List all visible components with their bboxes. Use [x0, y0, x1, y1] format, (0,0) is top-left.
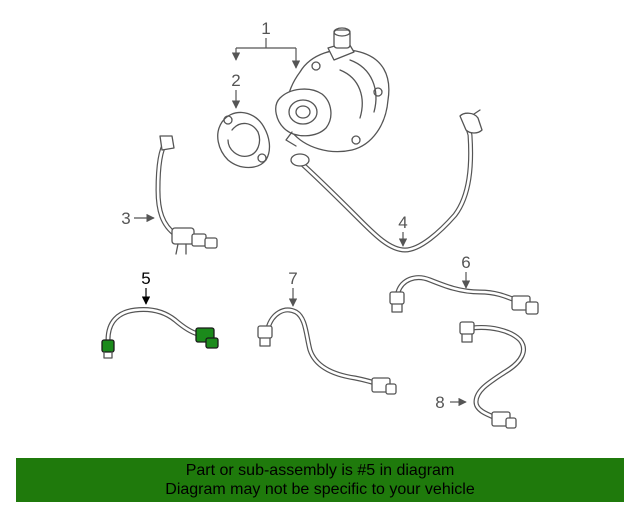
callout-2: 2 — [231, 71, 240, 90]
banner-line-1: Part or sub-assembly is #5 in diagram — [185, 462, 455, 479]
part-5-oxygen-sensor[interactable] — [101, 307, 219, 359]
part-6-oxygen-sensor[interactable] — [389, 275, 539, 315]
sensor-5-connector-tip — [205, 337, 219, 349]
callout-1: 1 — [261, 19, 270, 38]
callout-5: 5 — [141, 269, 150, 288]
leader-lines — [134, 38, 471, 407]
part-3-sensor-tube[interactable] — [155, 135, 218, 255]
callout-4: 4 — [398, 213, 407, 232]
callout-7: 7 — [288, 269, 297, 288]
part-4-hose[interactable] — [290, 109, 483, 253]
part-2-gasket[interactable] — [217, 111, 271, 169]
part-7-oxygen-sensor[interactable] — [257, 307, 397, 395]
part-8-oxygen-sensor[interactable] — [459, 321, 526, 429]
sensor-5-probe — [101, 339, 115, 353]
part-1-vacuum-pump[interactable] — [275, 27, 390, 153]
callout-6: 6 — [461, 253, 470, 272]
callout-8: 8 — [435, 393, 444, 412]
parts-diagram: 1 2 3 4 5 6 7 8 — [101, 19, 539, 429]
banner-line-2: Diagram may not be specific to your vehi… — [165, 481, 475, 498]
info-banner: Part or sub-assembly is #5 in diagram Di… — [16, 458, 624, 502]
callout-3: 3 — [121, 209, 130, 228]
